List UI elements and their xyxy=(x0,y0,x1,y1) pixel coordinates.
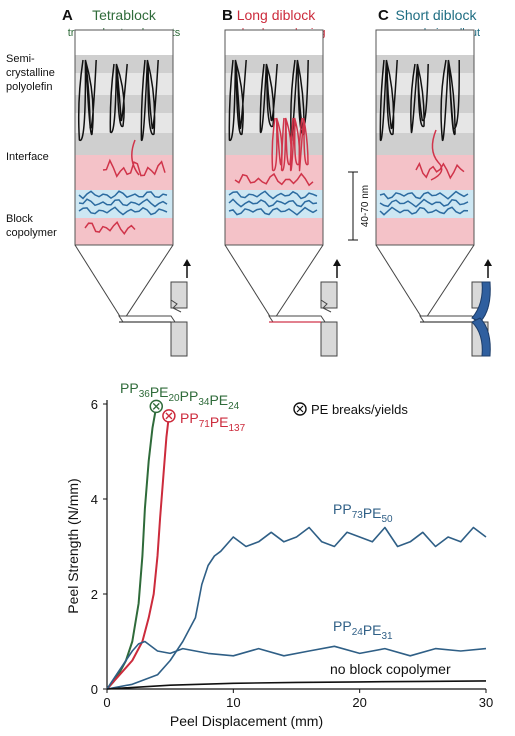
semi-label-1: Semi- xyxy=(6,53,35,65)
y-tick-label: 0 xyxy=(91,682,98,697)
peel-sample xyxy=(268,259,341,357)
series-label: no block copolymer xyxy=(330,661,451,677)
panel-title: Long diblock xyxy=(237,7,317,23)
semi-label-2: crystalline xyxy=(6,67,55,79)
series-line xyxy=(106,526,487,690)
semi-label-3: polyolefin xyxy=(6,81,52,93)
x-tick-label: 0 xyxy=(103,695,110,710)
diagram-C xyxy=(375,29,492,357)
interface-label: Interface xyxy=(6,151,49,163)
block-label-2: copolymer xyxy=(6,227,57,239)
x-tick-label: 20 xyxy=(352,695,366,710)
crystalline-chains xyxy=(379,59,460,142)
break-marker xyxy=(162,409,176,423)
diblock-chains xyxy=(84,139,166,235)
break-legend-label: PE breaks/yields xyxy=(311,402,408,417)
crystalline-chains xyxy=(77,59,159,142)
scale-label: 40-70 nm xyxy=(360,185,371,227)
y-tick-label: 6 xyxy=(91,397,98,412)
panel-letter: C xyxy=(378,7,389,24)
panel-letter: A xyxy=(62,7,73,24)
block-copolymer-chains xyxy=(379,190,469,216)
diblock-chains xyxy=(415,129,465,181)
series-line xyxy=(106,406,158,690)
series-label: PP24PE31 xyxy=(333,618,393,642)
break-marker xyxy=(149,399,164,414)
series-line xyxy=(106,680,487,690)
series-label: PP73PE50 xyxy=(333,501,393,525)
diagram-frame xyxy=(375,29,475,246)
y-tick-label: 2 xyxy=(91,587,98,602)
diagram-frame xyxy=(74,29,174,246)
peel-sample xyxy=(118,259,191,357)
x-tick-label: 30 xyxy=(479,695,493,710)
scale-bar: 40-70 nm xyxy=(348,171,371,241)
pull-arrowhead xyxy=(183,259,191,266)
x-tick-label: 10 xyxy=(226,695,240,710)
y-tick-label: 4 xyxy=(91,492,98,507)
y-axis-label: Peel Strength (N/mm) xyxy=(65,478,81,613)
panel-letter: B xyxy=(222,7,233,24)
panel-title: Short diblock xyxy=(396,7,478,23)
diagram-A xyxy=(74,29,191,357)
block-copolymer-chains xyxy=(228,190,318,216)
side-labels: Semi- crystalline polyolefin Interface B… xyxy=(6,53,57,239)
panel-title: Tetrablock xyxy=(92,7,157,23)
series-label: PP36PE20PP34PE24 xyxy=(120,380,240,412)
x-axis-label: Peel Displacement (mm) xyxy=(170,713,323,729)
break-legend: PE breaks/yields xyxy=(293,402,408,417)
series-line xyxy=(106,640,487,690)
series-line xyxy=(106,415,170,690)
peel-sample xyxy=(419,259,492,357)
series-label: PP71PE137 xyxy=(180,410,246,434)
diagram-frame xyxy=(224,29,324,246)
pull-arrowhead xyxy=(333,259,341,266)
pull-arrowhead xyxy=(484,259,492,266)
diagram-B xyxy=(224,29,341,357)
block-label-1: Block xyxy=(6,213,33,225)
diblock-chains xyxy=(234,117,314,187)
block-copolymer-chains xyxy=(78,190,168,216)
